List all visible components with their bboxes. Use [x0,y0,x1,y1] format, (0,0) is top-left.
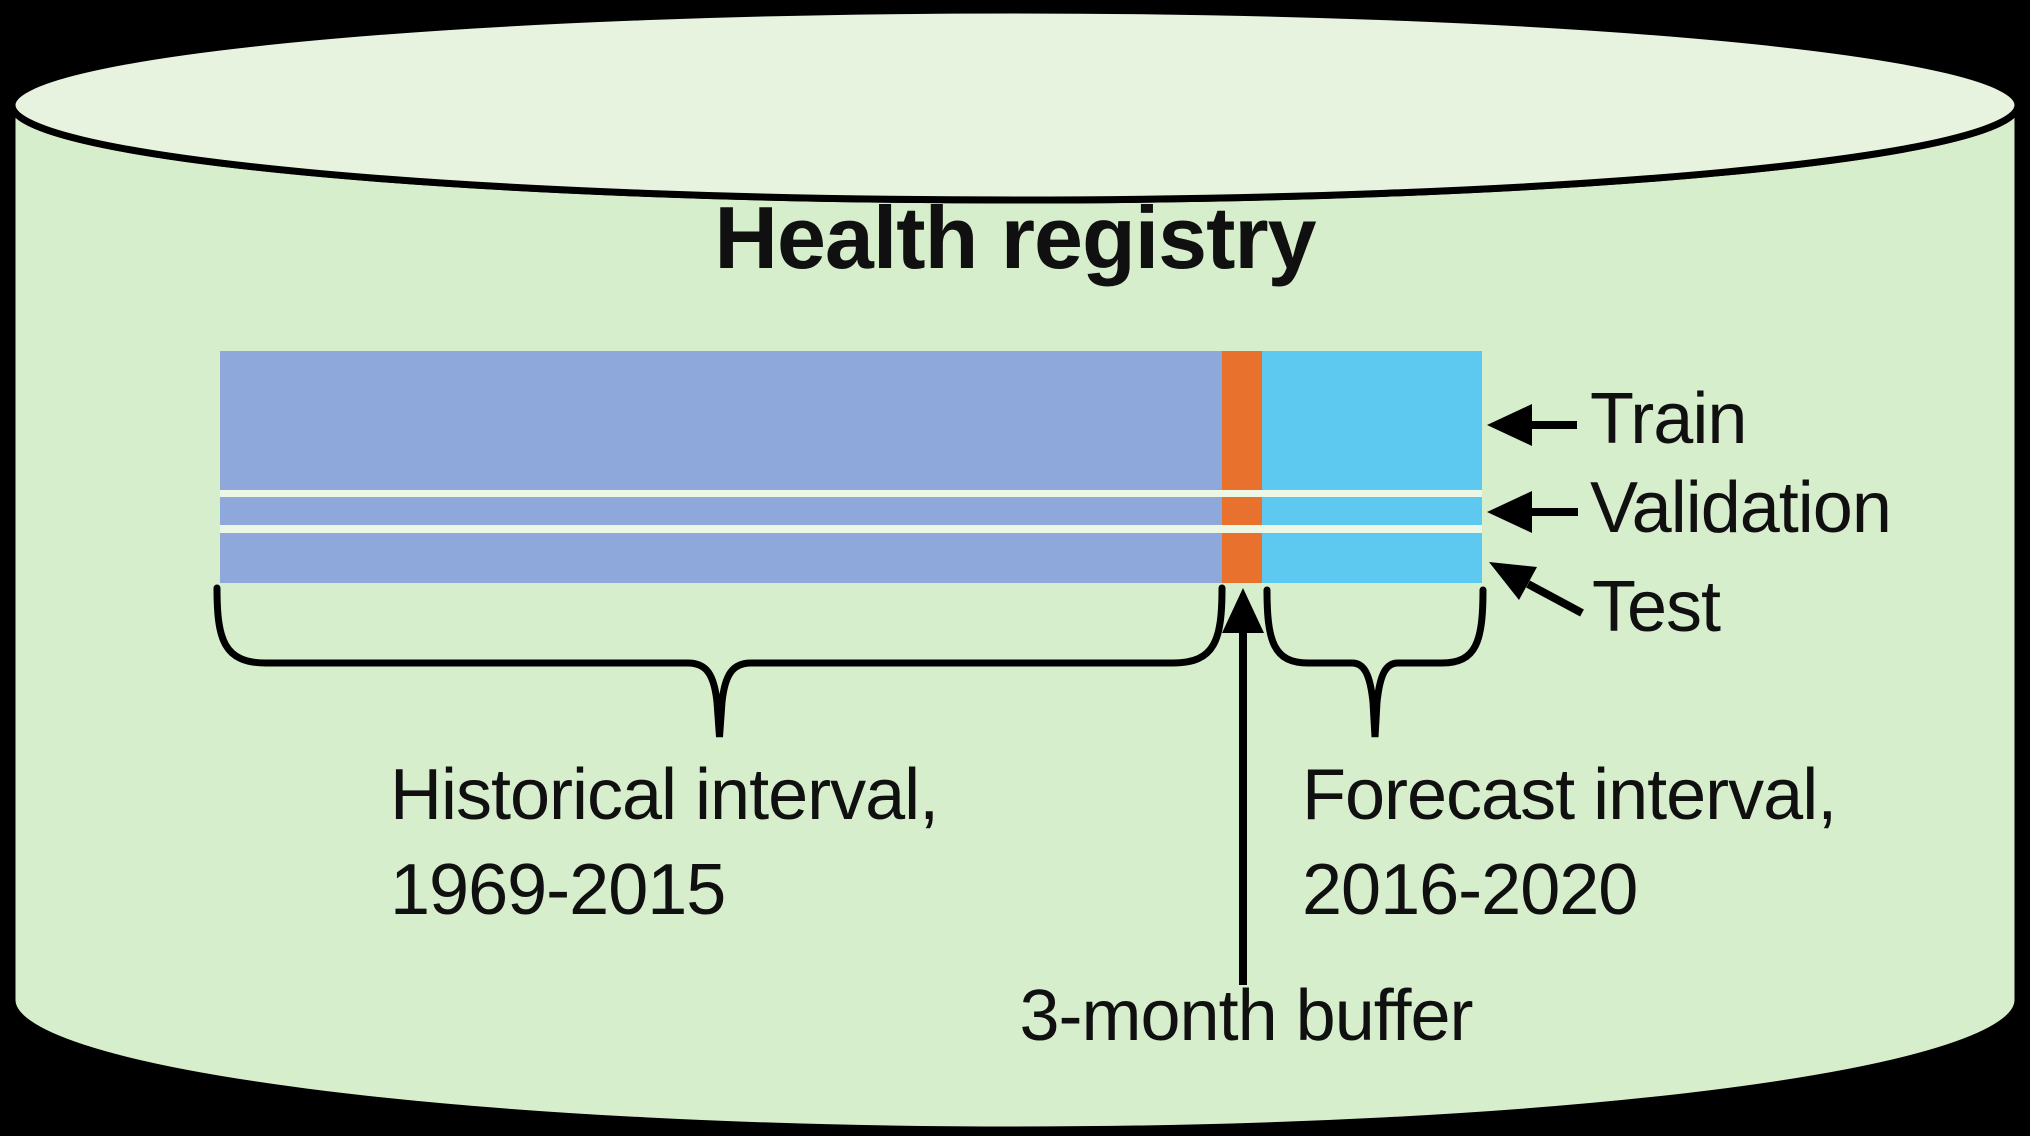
test-bar-historical-segment [220,533,1222,583]
train-bar-buffer-segment [1222,351,1262,490]
buffer-arrow [1222,588,1264,985]
forecast-interval-line1: Forecast interval, [1302,755,1837,835]
historical-interval-label: Historical interval, 1969-2015 [390,748,939,938]
train-bar-historical-segment [220,351,1222,490]
test-label: Test [1592,567,1721,647]
test-bar-buffer-segment [1222,533,1262,583]
test-arrow [1489,562,1584,617]
historical-brace [213,584,1226,738]
forecast-interval-label: Forecast interval, 2016-2020 [1302,748,1837,938]
validation-bar-historical-segment [220,497,1222,525]
forecast-brace [1263,586,1487,738]
validation-arrow [1487,491,1578,533]
historical-interval-line2: 1969-2015 [390,850,726,930]
historical-interval-line1: Historical interval, [390,755,939,835]
validation-bar-forecast-segment [1262,497,1482,525]
train-label: Train [1590,379,1747,459]
buffer-label: 3-month buffer [1019,976,1474,1056]
test-bar-forecast-segment [1262,533,1482,583]
diagram-title: Health registry [714,188,1316,287]
validation-bar-buffer-segment [1222,497,1262,525]
forecast-interval-line2: 2016-2020 [1302,850,1638,930]
train-arrow [1487,404,1577,446]
train-bar-forecast-segment [1262,351,1482,490]
validation-label: Validation [1590,468,1892,548]
cylinder-top-ellipse [8,6,2022,204]
